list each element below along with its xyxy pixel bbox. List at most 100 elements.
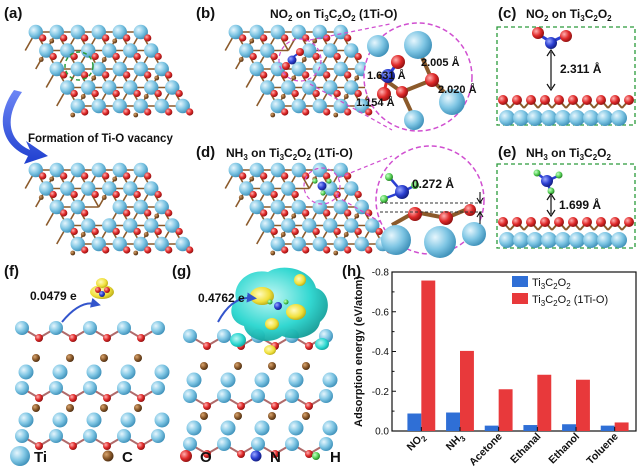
ti-atom [249,61,264,77]
ti-atom [611,232,627,248]
o-atom [582,95,592,105]
c-atom [200,362,208,370]
ti-atom [288,420,304,436]
o-atom [302,172,310,180]
ti-atom [28,24,43,40]
ti-atom [112,61,127,77]
vacancy-circle [64,51,94,81]
ti-atom [611,110,627,126]
c-atom [200,412,208,420]
c-atom [112,38,118,44]
bar-ethanol-0 [562,424,576,431]
ti-atom [260,43,275,58]
ti-atom [154,236,169,252]
panel-e-frame [496,163,636,249]
slab-f [15,321,170,450]
lattice-nh3-adsorbed [224,162,394,256]
o-atom [302,108,310,116]
o-atom [271,402,279,410]
ti-atom [86,364,102,380]
bar-acetone-1 [498,389,513,431]
ti-atom [183,329,197,343]
ti-atom [513,232,529,248]
ti-atom [312,162,327,178]
legend-label: Ti3C2O2 (1Ti-O) [532,294,608,308]
ti-atom [291,61,306,77]
o-atom [60,209,68,217]
c-atom [66,404,74,412]
bar-acetone-0 [484,425,499,431]
o-atom [133,190,141,199]
ti-atom [49,321,63,335]
ti-atom [251,389,265,403]
c-atom [32,404,40,412]
ti-atom [151,381,165,395]
o-atom [344,71,352,79]
c-atom [143,94,149,99]
ti-atom [220,420,236,436]
o-atom [49,190,57,199]
c-atom [238,195,244,200]
n-atom [287,55,297,65]
o-atom [81,71,89,79]
ti-atom [513,110,529,126]
o-atom [81,209,89,217]
ti-atom [165,218,180,233]
ti-atom [254,420,270,436]
o-atom [610,217,620,227]
ti-atom [597,232,613,248]
side-view-no2 [498,95,634,126]
o-atom [302,209,310,217]
o-atom [175,227,183,236]
o-atom [91,52,99,61]
c-atom [80,94,86,99]
ti-atom [323,43,338,58]
o-atom [568,95,578,105]
ti-atom [281,181,296,196]
ti-atom [133,162,148,178]
o-atom [154,89,162,98]
legend-swatch [512,276,528,287]
c-atom [234,412,242,420]
c-atom [101,195,107,200]
title-c: NO2 on Ti3C2O2 [526,7,612,23]
ti-atom [186,372,202,388]
ti-atom [597,110,613,126]
ti-atom [583,232,599,248]
o-atom [596,217,606,227]
ti-atom [39,43,54,58]
legend-atom-label: O [200,449,212,466]
ti-atom [91,98,106,114]
ti-atom [70,98,85,114]
ti-atom [344,43,359,58]
ti-atom [541,232,557,248]
ti-atom [123,181,138,196]
c-atom [70,250,76,256]
ti-atom [251,437,265,451]
c-atom [112,176,118,182]
o-atom [165,246,173,254]
charge-g: 0.4762 e [198,291,245,305]
ti-atom [555,232,571,248]
o-atom [270,227,278,236]
c-atom [32,354,40,362]
c-atom [134,404,142,412]
ti-atom [28,162,43,178]
ti-atom [91,162,106,178]
ti-atom [323,218,338,233]
ti-atom [120,364,136,380]
ti-atom [281,218,296,233]
o-atom [144,172,152,180]
zoom-nh3-structure [380,173,486,258]
panel-label-c: (c) [498,5,516,22]
ti-atom [249,162,264,178]
o-atom [144,71,152,79]
ti-atom [154,199,169,215]
o-atom [81,172,89,180]
o-atom [186,108,194,116]
c-atom [249,176,255,182]
ti-atom [270,162,285,178]
o-atom [102,246,110,254]
ti-atom [285,437,299,451]
